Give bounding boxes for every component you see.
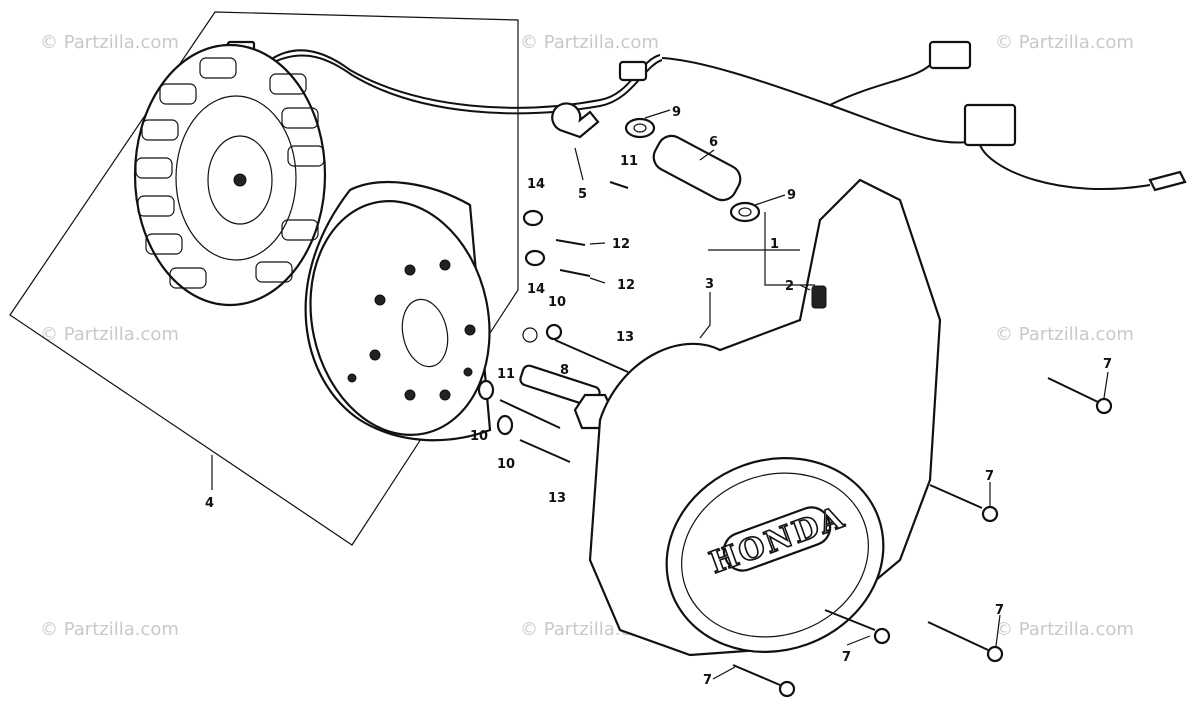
leader-lines (211, 109, 1109, 680)
watermark: © Partzilla.com (995, 619, 1134, 640)
bolt-icon (732, 664, 781, 686)
callout-14: 14 (527, 282, 545, 297)
callout-11: 11 (620, 154, 638, 169)
honda-badge (722, 506, 832, 572)
bolt-icon (927, 621, 989, 651)
bolt-icon (1047, 377, 1099, 403)
connector-socket-icon (963, 103, 1017, 147)
wire-clamp-icon (551, 102, 600, 139)
cover-bolts (732, 377, 1113, 698)
callout-6: 6 (709, 135, 718, 150)
bolt-icon (824, 609, 876, 631)
bolt-icon (555, 239, 586, 246)
hardware (477, 102, 761, 463)
connector-plug-icon (928, 40, 972, 70)
callout-7: 7 (703, 673, 712, 688)
callout-12: 12 (612, 237, 630, 252)
callout-9: 9 (672, 105, 681, 120)
callout-3: 3 (705, 277, 714, 292)
callout-9: 9 (787, 188, 796, 203)
nut-icon (522, 209, 544, 227)
callout-1: 1 (770, 237, 779, 252)
nut-icon (524, 249, 546, 267)
bolt-icon (499, 399, 561, 429)
washer-icon (477, 379, 495, 401)
spade-terminal-icon (1148, 170, 1187, 192)
watermark: © Partzilla.com (995, 324, 1134, 345)
bolt-icon (559, 269, 591, 277)
wire-harness (226, 40, 1187, 192)
callout-14: 14 (527, 177, 545, 192)
callout-7: 7 (1103, 357, 1112, 372)
callout-2: 2 (785, 279, 794, 294)
washer-icon (522, 327, 538, 343)
callout-5: 5 (578, 187, 587, 202)
callout-7: 7 (995, 603, 1004, 618)
washer-icon (729, 201, 761, 223)
callout-13: 13 (616, 330, 634, 345)
bolt-icon (519, 439, 571, 463)
watermark: © Partzilla.com (995, 32, 1134, 53)
watermark: © Partzilla.com (40, 32, 179, 53)
dowel-pin-icon (545, 323, 563, 341)
callouts: 1 2 3 4 5 6 7 7 7 7 7 8 9 9 10 10 10 11 … (205, 105, 1112, 688)
callout-10: 10 (548, 295, 566, 310)
callout-7: 7 (985, 469, 994, 484)
washer-icon (624, 117, 656, 139)
callout-10: 10 (470, 429, 488, 444)
flywheel-rotor-icon (304, 181, 492, 442)
watermarks: © Partzilla.com © Partzilla.com © Partzi… (40, 32, 1134, 640)
left-crankcase-cover-icon: HONDA (588, 178, 942, 657)
callout-4: 4 (205, 496, 214, 511)
watermark: © Partzilla.com (40, 324, 179, 345)
bolt-icon (554, 339, 629, 373)
grommet-icon (811, 285, 827, 309)
grommet-icon (618, 60, 648, 82)
stator-icon (133, 43, 327, 307)
screw-icon (609, 181, 629, 189)
wire-boot-icon (652, 134, 742, 202)
bolt-icon (929, 484, 983, 509)
callout-10: 10 (497, 457, 515, 472)
callout-8: 8 (560, 363, 569, 378)
watermark: © Partzilla.com (520, 32, 659, 53)
callout-11: 11 (497, 367, 515, 382)
callout-7: 7 (842, 650, 851, 665)
callout-13: 13 (548, 491, 566, 506)
washer-icon (496, 414, 514, 436)
callout-12: 12 (617, 278, 635, 293)
watermark: © Partzilla.com (40, 619, 179, 640)
